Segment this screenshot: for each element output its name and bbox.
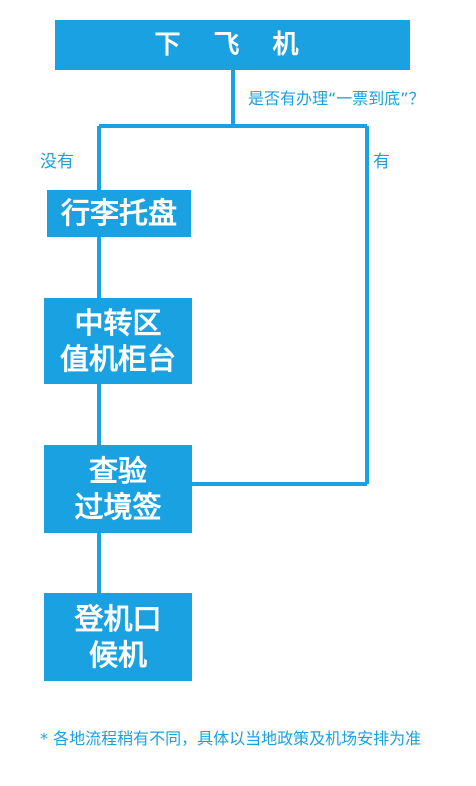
decision-question: 是否有办理“一票到底”？	[248, 89, 425, 108]
step-boarding-gate: 登机口 候机	[44, 593, 192, 681]
branch-label-no: 没有	[40, 152, 74, 172]
step-boarding-label-line1: 登机口	[74, 601, 162, 636]
step-transfer-label-line1: 中转区	[74, 305, 162, 340]
step-transfer-label-line2: 值机柜台	[59, 342, 176, 376]
step-luggage-label: 行李托盘	[60, 196, 177, 231]
step-inspection-label-line2: 过境签	[74, 490, 162, 524]
footnote-disclaimer: * 各地流程稍有不同，具体以当地政策及机场安排为准	[40, 729, 422, 748]
start-box-deplane: 下 飞 机	[55, 20, 410, 70]
start-box-label: 下 飞 机	[154, 29, 311, 60]
step-boarding-label-line2: 候机	[88, 638, 147, 672]
step-transit-visa-inspection: 查验 过境签	[44, 445, 192, 533]
step-luggage-carousel: 行李托盘	[47, 190, 191, 237]
branch-label-yes: 有	[373, 152, 390, 172]
step-transfer-checkin: 中转区 值机柜台	[44, 298, 192, 384]
step-inspection-label-line1: 查验	[88, 453, 147, 488]
